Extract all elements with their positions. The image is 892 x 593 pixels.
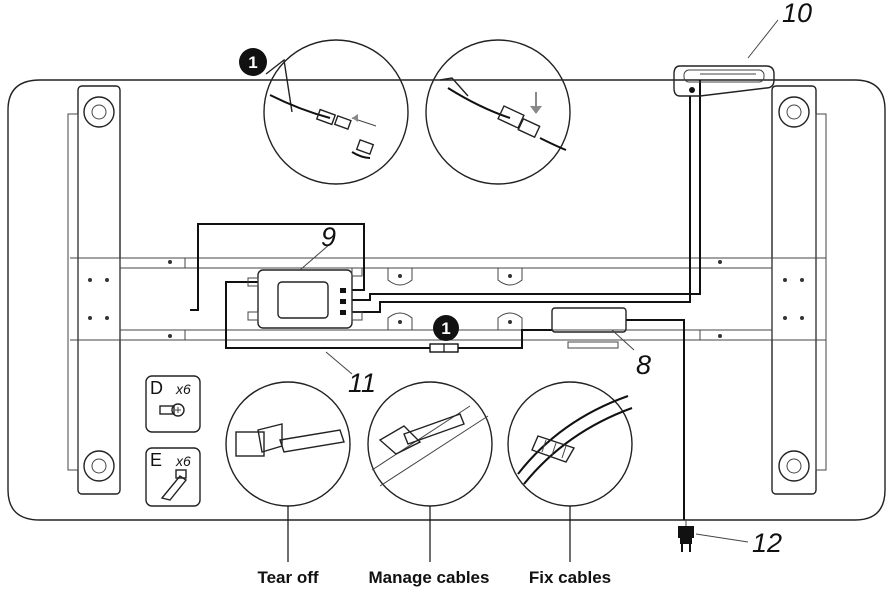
caption-tear-off: Tear off [257,568,318,587]
cable-connector [429,343,459,353]
callout-11: 11 [348,368,376,398]
callout-9: 9 [321,222,336,252]
fix-cables-circle [507,381,633,562]
detail-circle-connected [425,39,571,185]
callout-10: 10 [782,0,812,28]
callout-12: 12 [752,528,782,558]
part-e-qty: x6 [175,453,191,469]
callout-8: 8 [636,350,651,380]
detail-circle-plug-in [263,39,409,185]
desktop-outline [7,79,886,521]
part-d-screw-box: D x6 [145,375,201,433]
tear-off-circle [225,381,351,562]
handset-controller [673,65,775,97]
right-leg-foot [771,85,827,495]
part-e-letter: E [150,450,162,470]
cables [190,80,701,528]
caption-fix-cables: Fix cables [529,568,611,587]
step-badge-connector: 1 [433,315,459,341]
part-e-cable-tie-box: E x6 [145,447,201,507]
caption-manage-cables: Manage cables [369,568,490,587]
callout-leaders [299,19,779,543]
part-d-qty: x6 [175,381,191,397]
control-box [247,267,363,329]
step-badge-top: 1 [239,48,267,76]
power-plug [678,526,694,552]
svg-text:1: 1 [248,53,257,72]
part-d-letter: D [150,378,163,398]
left-leg-foot [67,85,121,495]
manage-cables-circle [367,381,493,562]
power-adapter [551,307,627,333]
svg-text:1: 1 [441,319,450,338]
